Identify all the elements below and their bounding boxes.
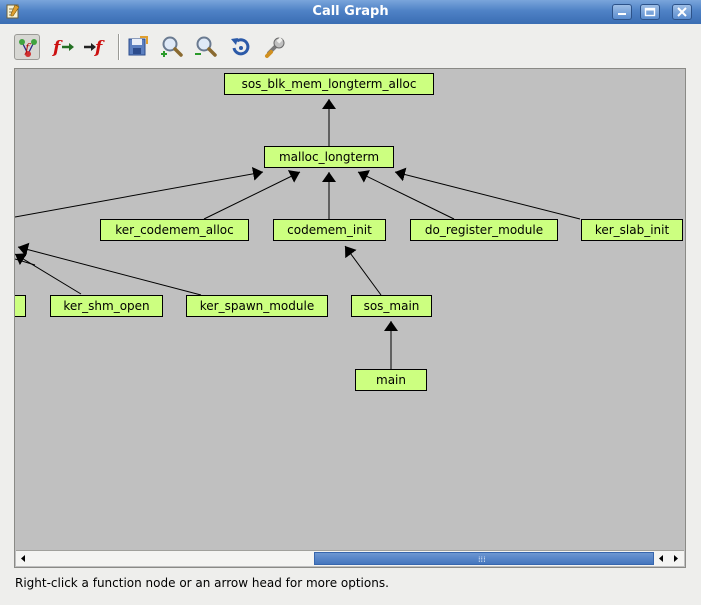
edge-ker-slab-init-to-malloc	[394, 167, 581, 220]
zoom-in-button[interactable]	[159, 34, 185, 60]
node-main[interactable]: main	[355, 369, 427, 391]
horizontal-scrollbar[interactable]: ⁞⁞⁞	[16, 550, 684, 566]
scroll-left-icon	[659, 555, 663, 562]
graph-edges	[15, 99, 581, 369]
settings-button[interactable]	[262, 34, 288, 60]
svg-text:f: f	[94, 38, 105, 58]
svg-text:f: f	[24, 41, 32, 55]
node-do-register-module[interactable]: do_register_module	[410, 219, 558, 241]
minimize-button[interactable]	[612, 4, 632, 20]
scroll-left-button-secondary[interactable]	[654, 551, 668, 566]
node-ker-codemem-alloc[interactable]: ker_codemem_alloc	[100, 219, 249, 241]
scroll-right-button[interactable]	[669, 551, 683, 566]
edge-do-register-module-to-malloc	[357, 170, 455, 220]
edge-ker-spawn-module-to-offscreen	[17, 242, 202, 296]
title-bar[interactable]: Call Graph	[0, 0, 701, 24]
rotate-icon	[231, 38, 250, 56]
edge-ker-codemem-alloc-to-malloc	[203, 170, 301, 220]
scroll-left-icon	[21, 555, 25, 562]
zoom-out-icon	[195, 36, 217, 57]
maximize-icon	[644, 7, 656, 17]
node-sos-blk-mem-longterm-alloc[interactable]: sos_blk_mem_longterm_alloc	[224, 73, 434, 95]
minimize-icon	[618, 13, 626, 15]
app-icon	[6, 4, 20, 19]
graph-canvas[interactable]: sos_blk_mem_longterm_alloc malloc_longte…	[14, 68, 686, 568]
rotate-button[interactable]	[228, 34, 254, 60]
node-malloc-longterm[interactable]: malloc_longterm	[264, 146, 394, 168]
scroll-right-icon	[674, 555, 678, 562]
maximize-button[interactable]	[640, 4, 660, 20]
toolbar-separator	[118, 34, 120, 60]
node-ker-shm-open[interactable]: ker_shm_open	[50, 295, 163, 317]
node-sos-main[interactable]: sos_main	[351, 295, 432, 317]
edge-ker-shm-open-to-offscreen	[15, 253, 82, 295]
edge-left-partial	[15, 258, 36, 266]
callees-button[interactable]: f	[50, 34, 76, 60]
zoom-out-button[interactable]	[193, 34, 219, 60]
zoom-in-icon	[161, 36, 183, 57]
node-codemem-init[interactable]: codemem_init	[273, 219, 386, 241]
callees-icon: f	[52, 38, 74, 58]
callers-button[interactable]: f	[82, 34, 108, 60]
close-button[interactable]	[672, 4, 692, 20]
call-graph-toggle-icon: f	[19, 39, 37, 57]
save-image-icon	[128, 36, 148, 56]
toolbar: f f f	[0, 26, 701, 66]
window-title: Call Graph	[312, 4, 389, 19]
status-bar-text: Right-click a function node or an arrow …	[15, 576, 389, 590]
scrollbar-thumb[interactable]: ⁞⁞⁞	[314, 552, 654, 565]
node-ker-spawn-module[interactable]: ker_spawn_module	[186, 295, 328, 317]
node-ker-slab-init[interactable]: ker_slab_init	[581, 219, 683, 241]
edge-left-to-malloc	[15, 166, 264, 218]
call-graph-toggle-button[interactable]: f	[14, 34, 40, 60]
save-image-button[interactable]	[125, 34, 151, 60]
scroll-left-button[interactable]	[16, 551, 30, 566]
close-icon	[677, 7, 687, 17]
scrollbar-grip-icon: ⁞⁞⁞	[478, 555, 486, 564]
settings-wrench-icon	[265, 37, 285, 58]
svg-text:f: f	[52, 38, 63, 58]
node-partial-offscreen[interactable]	[15, 295, 26, 317]
edge-sos-main-to-codemem-init	[344, 245, 382, 296]
callers-icon: f	[84, 38, 105, 58]
